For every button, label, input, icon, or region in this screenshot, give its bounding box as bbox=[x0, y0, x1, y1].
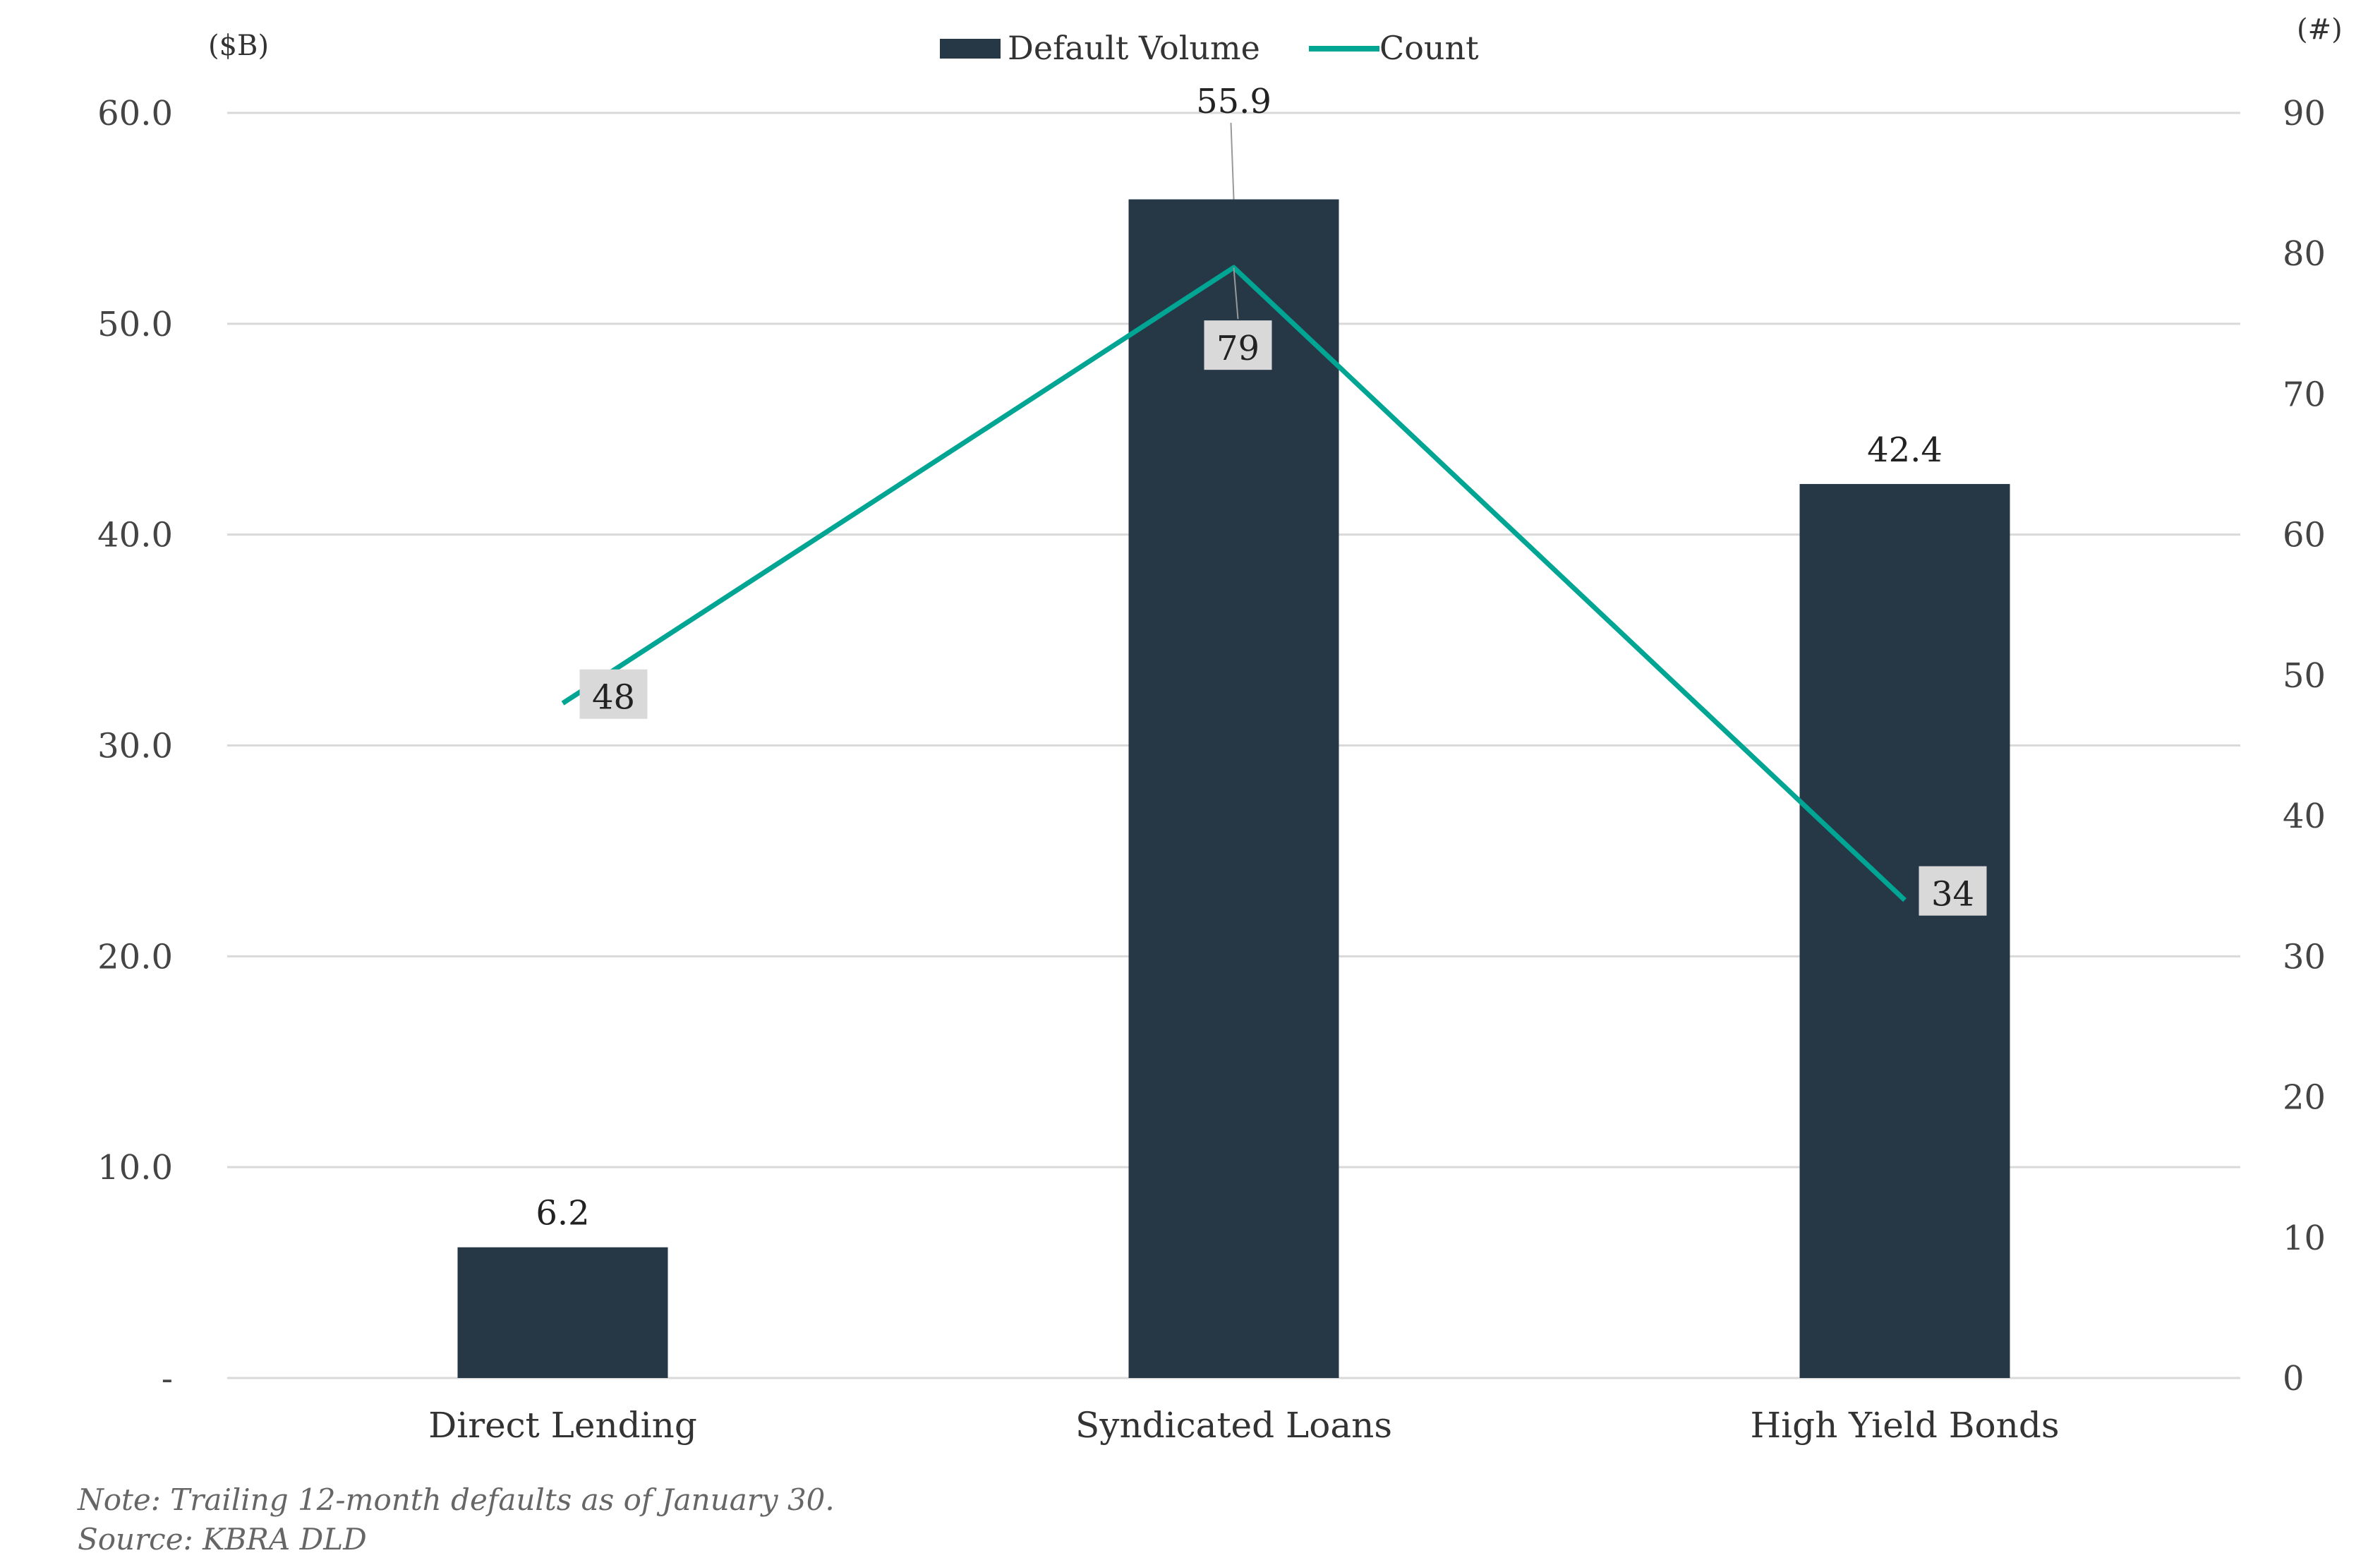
legend-label-count: Count bbox=[1379, 29, 1479, 67]
data-label-box bbox=[1919, 866, 1987, 916]
left-axis-tick-label: 30.0 bbox=[97, 727, 173, 766]
bar bbox=[457, 1247, 668, 1378]
right-axis-tick-label: 30 bbox=[2283, 937, 2326, 977]
left-axis-tick-label: - bbox=[162, 1359, 173, 1398]
leader-line bbox=[1230, 122, 1235, 200]
left-axis-tick-label: 60.0 bbox=[97, 94, 173, 133]
source-text: Source: KBRA DLD bbox=[78, 1522, 367, 1557]
category-label: Syndicated Loans bbox=[1075, 1405, 1392, 1446]
data-label-volume: 6.2 bbox=[536, 1194, 589, 1233]
data-label-count: 79 bbox=[1216, 329, 1260, 368]
bar-series-default-volume: 6.2 55.9 42.4 bbox=[457, 82, 2010, 1378]
left-axis-tick-label: 10.0 bbox=[97, 1148, 173, 1188]
right-axis-unit: (#) bbox=[2297, 13, 2343, 46]
right-axis-tick-label: 80 bbox=[2283, 234, 2326, 274]
right-axis-tick-label: 10 bbox=[2283, 1219, 2326, 1258]
line-series-count: 48 79 34 bbox=[561, 265, 1987, 916]
left-axis-tick-label: 20.0 bbox=[97, 937, 173, 977]
right-axis-tick-label: 20 bbox=[2283, 1078, 2326, 1118]
data-label-count: 48 bbox=[592, 678, 635, 718]
data-label-count: 34 bbox=[1931, 875, 1974, 914]
left-axis-tick-label: 50.0 bbox=[97, 305, 173, 344]
bar bbox=[1128, 199, 1339, 1378]
left-axis-unit: ($B) bbox=[208, 30, 269, 62]
chart-notes: Note: Trailing 12-month defaults as of J… bbox=[77, 1482, 835, 1557]
right-axis-tick-label: 60 bbox=[2283, 516, 2326, 555]
note-text: Note: Trailing 12-month defaults as of J… bbox=[77, 1482, 835, 1517]
right-axis-tick-label: 40 bbox=[2283, 797, 2326, 836]
data-label-box bbox=[579, 669, 648, 719]
bar bbox=[1799, 483, 2010, 1378]
left-axis-tick-label: 40.0 bbox=[97, 516, 173, 555]
right-axis-tick-label: 0 bbox=[2283, 1359, 2305, 1398]
legend-label-default-volume: Default Volume bbox=[1008, 29, 1260, 67]
data-label-volume: 42.4 bbox=[1867, 430, 1943, 470]
data-label-box bbox=[1204, 320, 1272, 370]
right-axis-tick-label: 90 bbox=[2283, 94, 2326, 133]
data-label-volume: 55.9 bbox=[1196, 82, 1271, 121]
category-label: Direct Lending bbox=[428, 1405, 697, 1446]
axes: ($B) (#) - 10.0 20.0 30.0 40.0 50.0 60.0 0 10 20 3… bbox=[97, 13, 2343, 1446]
category-label: High Yield Bonds bbox=[1750, 1405, 2059, 1446]
right-axis-tick-label: 50 bbox=[2283, 656, 2326, 696]
leader-line bbox=[1233, 267, 1239, 320]
legend: Default Volume Count bbox=[940, 29, 1479, 67]
right-axis-tick-label: 70 bbox=[2283, 375, 2326, 414]
legend-swatch-default-volume bbox=[940, 39, 1001, 59]
